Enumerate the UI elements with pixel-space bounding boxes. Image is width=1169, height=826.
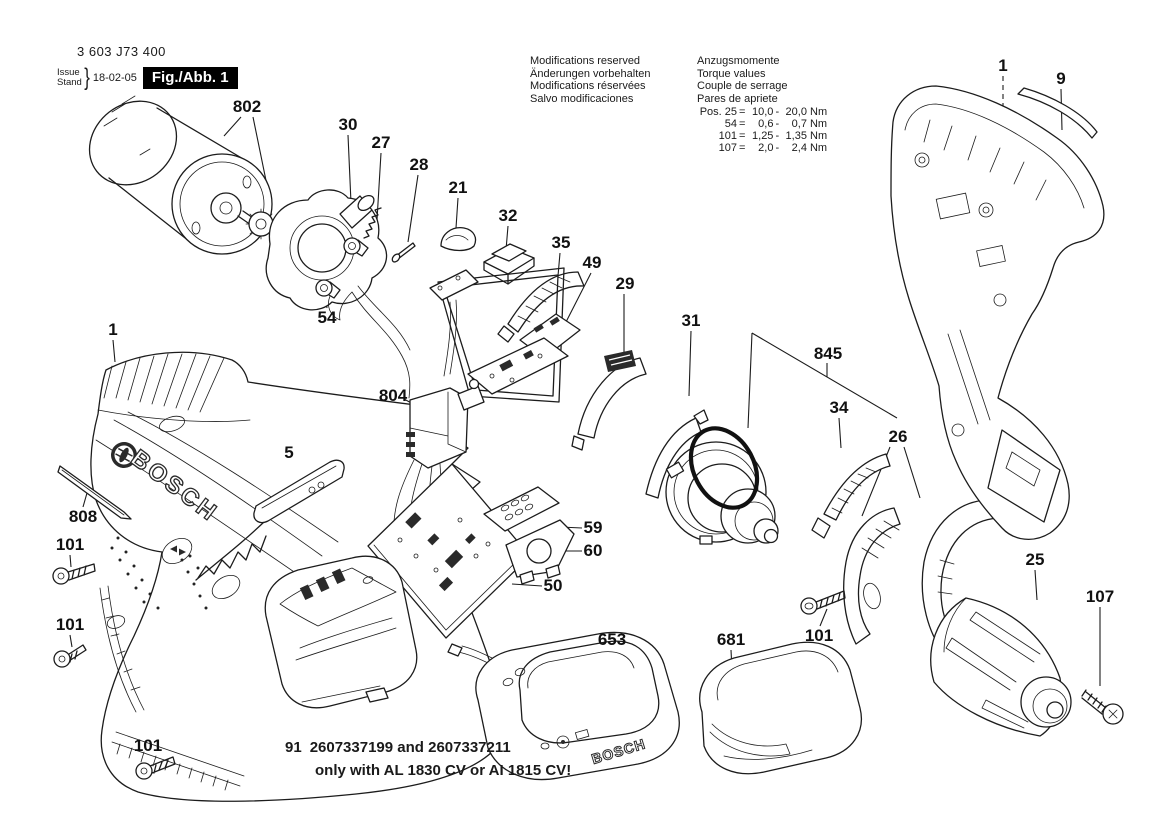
- callout-26: 26: [888, 427, 908, 446]
- callout-49: 49: [582, 253, 602, 272]
- footnote-line2: only with AL 1830 CV or AI 1815 CV!: [315, 762, 572, 779]
- callout-101-d: 101: [804, 626, 834, 645]
- callout-29: 29: [615, 274, 635, 293]
- callout-5: 5: [284, 443, 294, 462]
- callout-1-left: 1: [108, 320, 118, 339]
- pcb-assembly-49: [429, 267, 581, 403]
- battery-pack-91: [264, 555, 418, 709]
- callout-845: 845: [813, 344, 843, 363]
- pin-28: [391, 242, 416, 263]
- battery-footnote: 91 2607337199 and 2607337211 only with A…: [285, 739, 571, 779]
- callout-9: 9: [1056, 69, 1066, 88]
- footnote-ref: 91: [285, 739, 302, 756]
- brace-glyph: }: [84, 64, 90, 91]
- torque-row: Pos. 25= 10,0- 20,0 Nm: [699, 106, 828, 118]
- comb-34: [811, 453, 891, 539]
- callout-101-c: 101: [133, 736, 163, 755]
- grip-dots: [110, 536, 208, 610]
- motor-802: [88, 95, 277, 255]
- screws-101-left: [52, 563, 176, 780]
- footnote-line1: 2607337199 and 2607337211: [309, 739, 511, 756]
- bracket-60: [505, 519, 575, 585]
- housing-half-right-1: [890, 85, 1105, 540]
- callout-34: 34: [829, 398, 849, 417]
- screw-107: [1081, 689, 1124, 725]
- callout-32: 32: [498, 206, 518, 225]
- modifications-notice: Modifications reserved Änderungen vorbeh…: [530, 55, 651, 105]
- pcb-50: [367, 463, 531, 639]
- callout-30: 30: [338, 115, 358, 134]
- callout-1-right: 1: [998, 56, 1008, 75]
- strip-9: [1017, 87, 1098, 139]
- callout-25: 25: [1025, 550, 1045, 569]
- torque-values-block: Anzugsmomente Torque values Couple de se…: [697, 55, 829, 154]
- torque-row: 54= 0,6- 0,7 Nm: [724, 118, 828, 130]
- chuck-25: [930, 597, 1072, 737]
- keypad-59: [483, 486, 560, 532]
- callout-21: 21: [448, 178, 468, 197]
- callout-54: 54: [317, 308, 337, 327]
- charger-653: BOSCH: [447, 631, 680, 781]
- callout-28: 28: [409, 155, 429, 174]
- callout-653: 653: [597, 630, 627, 649]
- issue-stand-label: Issue Stand: [57, 67, 82, 88]
- issue-date: 18-02-05: [92, 72, 137, 84]
- gear-plate-30: [265, 189, 388, 311]
- torque-row: 101= 1,25- 1,35 Nm: [718, 130, 828, 142]
- callout-101-b: 101: [55, 615, 85, 634]
- callout-808: 808: [68, 507, 98, 526]
- part-number: 3 603 J73 400: [77, 44, 166, 59]
- screw-101-right: [800, 590, 846, 615]
- callout-802: 802: [232, 97, 262, 116]
- comb-35: [497, 271, 585, 343]
- callout-681: 681: [716, 630, 746, 649]
- switch-804: [328, 285, 485, 549]
- callout-804: 804: [378, 386, 408, 405]
- torque-table: Pos. 25= 10,0- 20,0 Nm 54= 0,6- 0,7 Nm 1…: [697, 106, 829, 154]
- callout-35: 35: [551, 233, 571, 252]
- figure-badge: Fig./Abb. 1: [142, 67, 238, 89]
- plate-5: [253, 459, 345, 524]
- spring-27: [363, 207, 382, 239]
- screws-54: [315, 237, 369, 299]
- contact-strap-29: [571, 350, 647, 451]
- cover-681: [699, 641, 862, 775]
- callout-31: 31: [681, 311, 701, 330]
- block-32: [483, 243, 535, 285]
- drawing-header: 3 603 J73 400 Issue Stand } 18-02-05 Fig…: [57, 44, 337, 91]
- callout-107: 107: [1085, 587, 1115, 606]
- bosch-anchor-logo: [111, 442, 137, 468]
- blade-808: [57, 465, 132, 520]
- gearbox-845: [665, 426, 779, 545]
- callout-101-a: 101: [55, 535, 85, 554]
- callout-59: 59: [583, 518, 603, 537]
- callout-60: 60: [583, 541, 603, 560]
- callout-50: 50: [543, 576, 563, 595]
- o-ring-845: [688, 426, 760, 510]
- callout-27: 27: [371, 133, 391, 152]
- cap-21: [440, 227, 477, 252]
- torque-row: 107= 2,0- 2,4 Nm: [718, 142, 828, 154]
